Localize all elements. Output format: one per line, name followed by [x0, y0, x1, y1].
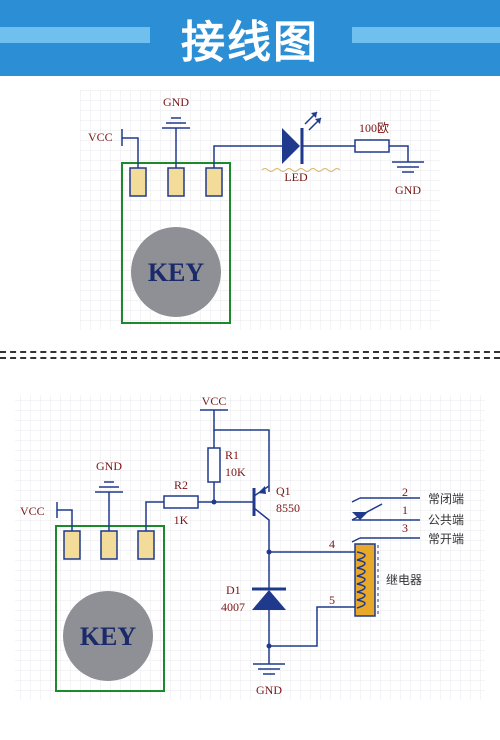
pin2-label: 2: [402, 485, 408, 499]
key-circle: [63, 591, 153, 681]
key-module-outline: [55, 525, 165, 692]
pin-pad: [100, 530, 118, 560]
key-label: KEY: [80, 622, 137, 651]
r1-name: R1: [225, 448, 239, 462]
com-label: 公共端: [428, 513, 464, 527]
pin-pad: [167, 167, 185, 197]
pin-pad: [137, 530, 155, 560]
divider-line: [0, 357, 500, 359]
q1-value: 8550: [276, 501, 300, 515]
resistor-wire: [302, 139, 409, 162]
header-banner: 接线图: [0, 0, 500, 76]
divider-line: [0, 351, 500, 353]
key-circle: [131, 227, 221, 317]
vcc-wire: [121, 129, 139, 168]
junction-dot: [211, 499, 217, 505]
transistor-arrow: [258, 486, 266, 494]
gnd-symbol: [162, 117, 190, 168]
signal-wire: [145, 495, 254, 531]
vcc-top-label: VCC: [202, 394, 227, 408]
gnd-bottom-label: GND: [256, 683, 282, 697]
no-label: 常开端: [428, 532, 464, 546]
gnd-top-label: GND: [163, 95, 189, 109]
collector-wire: [268, 551, 355, 646]
page-title: 接线图: [181, 17, 319, 68]
bottom-wiring-diagram: KEY VCC GND R2 1K VCC R1 10K Q1 8550: [15, 394, 485, 700]
r2-value: 1K: [174, 513, 189, 527]
pin-pad: [205, 167, 223, 197]
banner-right-bar: [352, 27, 500, 43]
pin3-label: 3: [402, 521, 408, 535]
gnd-symbol: [95, 481, 123, 531]
contact-arrow: [352, 512, 368, 520]
d1-value: 4007: [221, 600, 245, 614]
diode-icon: [252, 587, 286, 610]
q1-name: Q1: [276, 484, 291, 498]
relay-winding: [356, 551, 366, 609]
led-label: LED: [284, 170, 308, 184]
signal-wire: [213, 145, 282, 168]
banner-left-bar: [0, 27, 150, 43]
pin5-label: 5: [329, 593, 335, 607]
junction-dot: [266, 549, 272, 555]
resistor-label: 100欧: [359, 121, 389, 135]
key-label: KEY: [148, 258, 205, 287]
gnd-symbol: [253, 663, 285, 675]
vcc-r1-wire: [200, 409, 270, 502]
pin1-label: 1: [402, 503, 408, 517]
r2-name: R2: [174, 478, 188, 492]
pin-pad: [129, 167, 147, 197]
pin4-label: 4: [329, 537, 335, 551]
relay-label: 继电器: [386, 573, 422, 587]
gnd-symbol: [392, 161, 424, 173]
vcc-label: VCC: [88, 130, 113, 144]
nc-label: 常闭端: [428, 492, 464, 506]
pin-pad: [63, 530, 81, 560]
gnd-left-label: GND: [96, 459, 122, 473]
junction-dot: [266, 643, 272, 649]
pin5-wire: [268, 606, 355, 664]
gnd-right-label: GND: [395, 183, 421, 197]
d1-name: D1: [226, 583, 241, 597]
vcc-left-label: VCC: [20, 504, 45, 518]
led-pin-marks: [261, 168, 341, 172]
r1-value: 10K: [225, 465, 246, 479]
led-icon: [282, 111, 322, 164]
vcc-wire: [56, 502, 73, 531]
top-wiring-diagram: KEY VCC GND LED 100欧 GND: [80, 90, 440, 330]
